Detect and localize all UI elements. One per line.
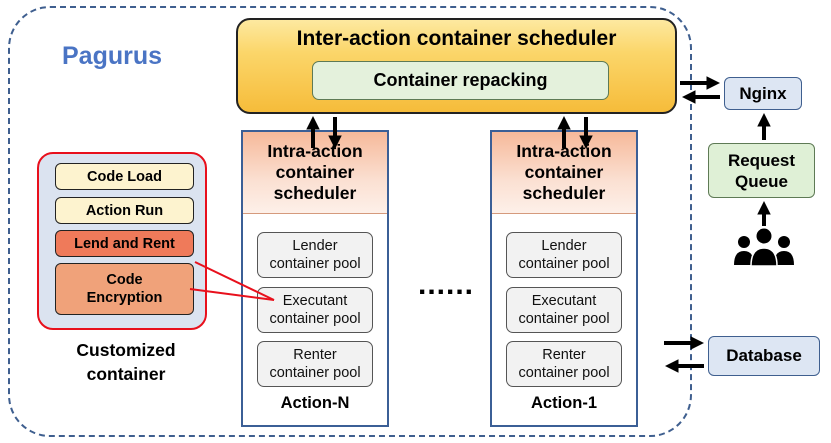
executant-link-tail [189,288,275,301]
renter-pool-1: Renter container pool [506,341,622,387]
pool-line1: Renter [293,347,337,363]
customized-label-line2: container [86,364,166,384]
pool-line2: container pool [518,365,610,381]
code-load-box: Code Load [55,163,194,190]
lender-pool-n: Lender container pool [257,232,373,278]
executant-pool-1: Executant container pool [506,287,622,333]
renter-pool-n: Renter container pool [257,341,373,387]
database-box: Database [708,336,820,376]
lender-pool-1: Lender container pool [506,232,622,278]
action-run-box: Action Run [55,197,194,224]
code-encryption-box: Code Encryption [55,263,194,315]
pool-line2: container pool [518,256,610,272]
intra-action-scheduler-1: Intra-action container scheduler [492,132,636,214]
request-queue-line2: Queue [735,171,788,191]
executant-link [194,261,275,301]
pool-line1: Renter [542,347,586,363]
action-n-label: Action-N [280,394,350,412]
pool-line2: container pool [518,311,610,327]
users-group-icon [734,228,794,267]
lend-and-rent-box: Lend and Rent [55,230,194,257]
pool-line1: Executant [531,293,597,309]
pool-line1: Executant [282,293,348,309]
action-1-label: Action-1 [531,394,597,412]
inter-action-scheduler-title: Inter-action container scheduler [296,27,617,50]
customized-container-label: Customized container [52,338,200,386]
intra-head-line3: scheduler [273,183,357,203]
pool-line1: Lender [292,238,338,254]
system-title: Pagurus [62,42,163,70]
pool-line2: container pool [269,365,361,381]
container-repacking-box: Container repacking [312,61,609,100]
executant-pool-n: Executant container pool [257,287,373,333]
action-1-box: Intra-action container scheduler Lender c… [490,130,638,427]
pool-line2: container pool [269,311,361,327]
nginx-box: Nginx [724,77,802,110]
pool-line1: Lender [541,238,587,254]
pool-line2: container pool [269,256,361,272]
customized-label-line1: Customized [76,340,176,360]
request-queue-line1: Request [727,150,796,170]
intra-head-line3: scheduler [522,183,606,203]
ellipsis: ...... [418,268,475,301]
intra-head-line2: container [524,162,604,182]
pagurus-boundary [8,6,692,437]
intra-head-line2: container [275,162,355,182]
